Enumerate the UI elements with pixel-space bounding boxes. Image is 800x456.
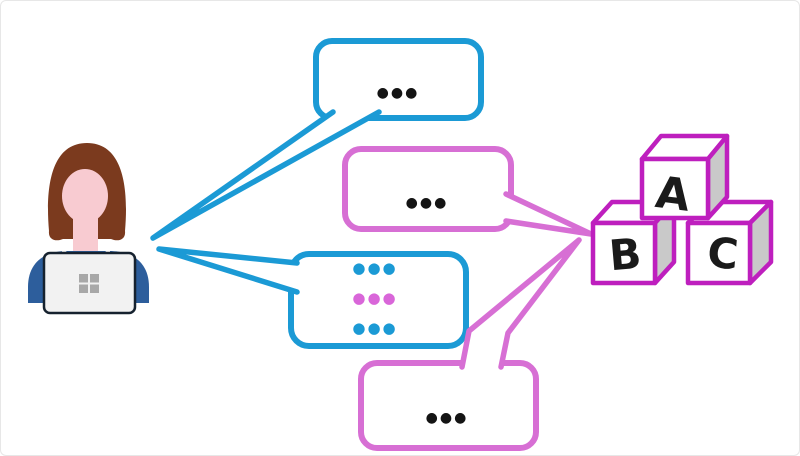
block-c-letter: C <box>705 228 740 280</box>
bubble-body <box>313 38 484 121</box>
block-b-face <box>590 220 658 286</box>
toy-blocks: B C A <box>590 133 774 286</box>
block-c-face <box>685 220 753 286</box>
bubble-tail <box>156 246 300 295</box>
bubble-body <box>358 360 539 451</box>
dot-row-pink: ●●● <box>352 289 397 307</box>
user-neck <box>73 209 98 257</box>
user-figure <box>28 143 149 315</box>
windows-logo-icon <box>79 274 99 293</box>
block-a-face <box>639 156 711 221</box>
block-a: A <box>639 133 730 222</box>
bubble-body <box>342 146 514 232</box>
block-a-letter: A <box>653 167 693 222</box>
blocks-speech-bubble-right: ●●● <box>342 146 594 237</box>
user-speech-bubble-top: ●●● <box>150 38 484 241</box>
bubble-ellipsis: ●●● <box>426 410 469 426</box>
blocks-speech-bubble-bottom: ●●● <box>358 237 582 451</box>
block-b-letter: B <box>607 229 643 281</box>
laptop <box>42 251 137 315</box>
bubble-ellipsis: ●●● <box>406 195 449 211</box>
bubble-tail <box>459 237 582 370</box>
user-speech-bubble-middle: ●●● ●●● ●●● <box>156 246 469 349</box>
dot-row-blue-2: ●●● <box>352 319 397 337</box>
dot-row-blue-1: ●●● <box>352 259 397 277</box>
user-face <box>62 169 108 223</box>
bubble-tail <box>150 109 382 241</box>
bubble-tail <box>503 191 594 237</box>
bubble-body <box>288 251 469 349</box>
bubble-ellipsis: ●●● <box>377 85 420 101</box>
